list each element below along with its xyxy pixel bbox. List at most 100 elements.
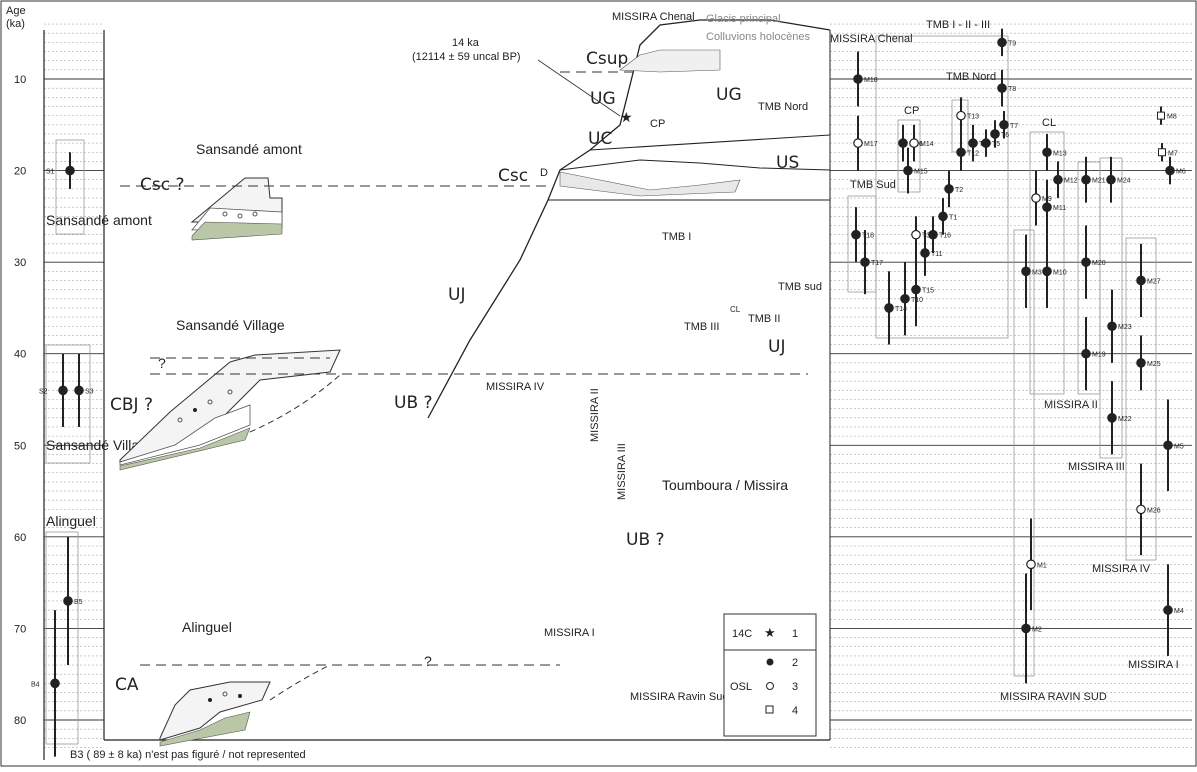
colluvions-label: Colluvions holocènes — [706, 31, 810, 43]
sample-label: M4 — [1174, 608, 1184, 615]
col1-village-label: Sansandé Village — [46, 437, 155, 453]
sample-label: M8 — [1167, 114, 1177, 121]
osl-filled-mark — [938, 211, 948, 222]
osl-filled-mark — [898, 138, 908, 148]
sample-label: M5 — [1174, 443, 1184, 450]
sample-label: M1 — [1037, 562, 1047, 569]
sample-label: M18 — [864, 77, 878, 84]
sample-label: M15 — [914, 169, 928, 176]
osl-filled-mark — [956, 147, 966, 158]
alinguel-sketch — [159, 681, 271, 747]
rp-tmb-nord: TMB Nord — [946, 71, 996, 83]
osl-filled-mark — [920, 248, 930, 258]
osl-filled-mark — [58, 385, 68, 396]
legend-open-circle — [766, 682, 774, 690]
col1-alinguel-label: Alinguel — [46, 513, 96, 529]
sample-label: T7 — [1010, 123, 1018, 130]
osl-filled-mark — [1081, 348, 1091, 359]
osl-filled-mark — [50, 678, 60, 689]
sample-label: M11 — [1053, 205, 1066, 212]
osl-filled-mark — [1021, 623, 1031, 634]
osl-filled-mark — [1053, 174, 1063, 185]
osl-filled-mark — [999, 119, 1009, 130]
sample-label: M10 — [1053, 269, 1067, 276]
missira-profile — [427, 19, 831, 419]
sample-label: T11 — [931, 251, 943, 258]
unit-uj-left: UJ — [448, 285, 465, 305]
sample-label: T10 — [911, 297, 923, 304]
sample-label: B5 — [74, 599, 83, 606]
age-tick-label: 80 — [14, 715, 26, 727]
osl-filled-mark — [944, 184, 954, 194]
sample-label: T2 — [955, 187, 963, 194]
rp-tmb-all: TMB I - II - III — [926, 19, 990, 31]
osl-open-mark — [1026, 559, 1036, 570]
osl-filled-mark — [1081, 174, 1091, 185]
osl-filled-mark — [851, 229, 861, 240]
sample-label: T13 — [967, 114, 979, 121]
sample-label: S2 — [39, 388, 48, 395]
unit-ug-right: UG — [716, 85, 742, 105]
osl-open-mark — [909, 138, 919, 148]
cl-label: CL — [730, 305, 741, 314]
sample-label: T16 — [939, 233, 951, 240]
sample-label: M26 — [1147, 507, 1161, 514]
osl-filled-mark — [1106, 174, 1116, 185]
unit-csc-left: Csc ? — [140, 175, 185, 195]
osl-filled-mark — [997, 37, 1007, 48]
osl-filled-mark — [1021, 266, 1031, 277]
tmb-nord-label: TMB Nord — [758, 101, 808, 113]
sample-label: M24 — [1117, 178, 1131, 185]
left-major-gridlines — [44, 78, 104, 721]
osl-open-mark — [911, 229, 921, 240]
unit-us: US — [776, 153, 799, 173]
alinguel-box — [45, 531, 79, 745]
osl-filled-mark — [1136, 358, 1146, 368]
axis-title-unit: (ka) — [6, 18, 25, 30]
legend-item-3: 3 — [792, 681, 798, 693]
qmark-village: ? — [158, 355, 166, 371]
cp-label: CP — [650, 118, 665, 130]
osl-filled-mark — [74, 385, 84, 396]
rp-missira1: MISSIRA I — [1128, 659, 1179, 671]
osl-filled-mark — [860, 257, 870, 267]
sample-label: M17 — [864, 141, 878, 148]
tmb1-label: TMB I — [662, 231, 691, 243]
osl-filled-mark — [1163, 440, 1173, 451]
sample-label: T3 — [922, 233, 930, 240]
sansande-village-title: Sansandé Village — [176, 317, 285, 333]
sample-label: T15 — [922, 288, 934, 295]
tmb2-label: TMB II — [748, 313, 780, 325]
osl-square-mark — [1158, 148, 1166, 157]
legend-star: ★ — [764, 625, 776, 640]
osl-filled-mark — [65, 165, 75, 176]
unit-ub-mid: UB ? — [626, 530, 665, 550]
sansande-amont-title: Sansandé amont — [196, 141, 302, 157]
unit-ub-left: UB ? — [394, 393, 433, 413]
col1-amont-label: Sansandé amont — [46, 212, 152, 228]
osl-filled-mark — [1042, 202, 1052, 212]
toumboura-label: Toumboura / Missira — [662, 477, 788, 493]
unit-csup: Csup — [586, 49, 628, 69]
sample-label: M12 — [1064, 178, 1078, 185]
missira2-label: MISSIRA II — [589, 388, 601, 442]
legend-osl-label: OSL — [730, 681, 752, 693]
osl-filled-mark — [1163, 605, 1173, 615]
missira3-label: MISSIRA III — [616, 443, 628, 500]
missira1-label: MISSIRA I — [544, 627, 595, 639]
alinguel-dashed-curve — [269, 664, 331, 701]
sample-label: M19 — [1092, 352, 1106, 359]
legend: 14C ★ 1 2 OSL 3 4 — [723, 613, 817, 737]
sample-label: S3 — [85, 388, 94, 395]
rp-tmb-sud: TMB Sud — [850, 179, 896, 191]
legend-filled-circle — [766, 658, 774, 666]
missira4-label: MISSIRA IV — [486, 381, 545, 393]
osl-filled-mark — [853, 74, 863, 84]
sample-label: T1 — [949, 214, 957, 221]
sample-label: M25 — [1147, 361, 1161, 368]
age-tick-label: 30 — [14, 257, 26, 269]
footnote: B3 ( 89 ± 8 ka) n'est pas figuré / not r… — [70, 749, 306, 761]
sample-label: M20 — [1092, 260, 1106, 267]
osl-filled-mark — [900, 293, 910, 304]
